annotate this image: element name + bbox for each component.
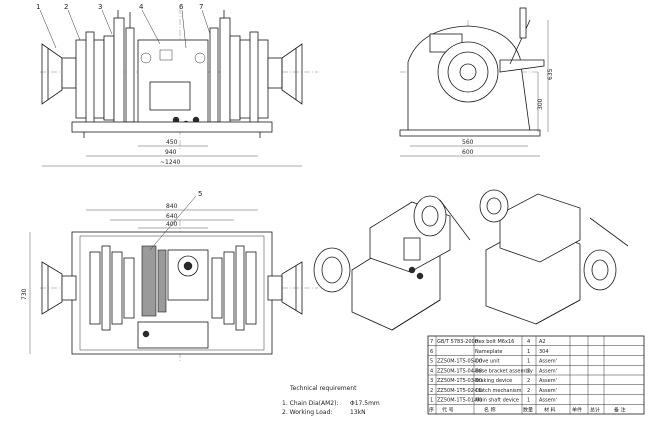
dim-400: 400 — [166, 221, 178, 228]
table-header-cell: 材 料 — [544, 406, 556, 413]
cell-name: Nameplate — [475, 349, 502, 355]
callout-4: 4 — [139, 3, 144, 11]
top-dimensions: 840 640 400 730 — [21, 203, 258, 354]
cell-code: ZZ50M-1T5-04-00 — [437, 368, 482, 374]
cell-no: 7 — [430, 339, 433, 345]
cell-material: A2 — [539, 339, 546, 345]
callout-5: 5 — [198, 190, 202, 198]
cell-no: 1 — [430, 398, 433, 404]
table-header-cell: 单件 — [572, 406, 582, 413]
cell-code: ZZ50M-1T5-05-00 — [437, 359, 482, 365]
cell-name: Main shaft device — [475, 398, 519, 404]
cell-material: Assem' — [539, 398, 557, 404]
dim-300: 300 — [537, 98, 544, 110]
table-header-cell: 序 — [429, 406, 434, 413]
front-view: 1 2 3 4 6 7 450 940 ~1240 — [36, 3, 318, 167]
dim-840: 840 — [166, 203, 178, 210]
tech-req-1-label: 1. Chain Dia(AM2): — [282, 400, 338, 407]
cell-no: 2 — [430, 388, 433, 394]
cell-qty: 4 — [527, 339, 530, 345]
cell-name: Clutch mechanism — [475, 388, 522, 394]
dim-450: 450 — [166, 139, 178, 146]
cell-qty: 1 — [527, 359, 530, 365]
side-view: 635 300 560 600 — [399, 7, 554, 157]
table-header-cell: 名 称 — [484, 406, 496, 413]
cell-no: 5 — [430, 359, 433, 365]
cell-material: Assem' — [539, 378, 557, 384]
table-header-cell: 数量 — [523, 406, 533, 413]
cell-no: 3 — [430, 378, 433, 384]
dim-940: 940 — [165, 149, 177, 156]
cell-qty: 1 — [527, 398, 530, 404]
cell-qty: 2 — [527, 388, 530, 394]
isometric-view-right — [479, 189, 629, 325]
dim-730: 730 — [21, 288, 28, 300]
callout-1: 1 — [36, 3, 40, 11]
cell-qty: 2 — [527, 378, 530, 384]
cell-material: Assem' — [539, 359, 557, 365]
table-header-cell: 总计 — [590, 406, 600, 413]
cell-name: Hex bolt M6x16 — [475, 339, 514, 345]
cell-code: ZZ50M-1T5-01-00 — [437, 398, 482, 404]
cell-qty: 1 — [527, 368, 530, 374]
dim-1240: ~1240 — [160, 159, 180, 166]
dim-635: 635 — [547, 68, 554, 80]
side-dimensions: 635 300 560 600 — [400, 20, 554, 157]
front-dimensions: 450 940 ~1240 — [42, 139, 302, 167]
tech-req-1-value: Φ17.5mm — [350, 400, 380, 407]
cell-code: ZZ50M-1T5-02-00 — [437, 388, 482, 394]
callout-6: 6 — [179, 3, 184, 11]
top-view: 5 840 640 400 730 — [21, 190, 318, 362]
isometric-view-left — [313, 195, 471, 331]
callout-7: 7 — [199, 3, 203, 11]
cell-name: Braking device — [475, 378, 512, 384]
tech-req-2-value: 13kN — [350, 409, 366, 416]
tech-req-title: Technical requirement — [289, 385, 357, 392]
table-header-cell: 备 注 — [614, 406, 626, 413]
cell-no: 4 — [430, 368, 433, 374]
cell-name: Drive unit — [475, 359, 500, 365]
dim-600: 600 — [462, 149, 474, 156]
dim-560: 560 — [462, 139, 474, 146]
cell-material: Assem' — [539, 388, 557, 394]
cell-no: 6 — [430, 349, 433, 355]
technical-requirements: Technical requirement 1. Chain Dia(AM2):… — [282, 385, 380, 416]
table-row: 6 Nameplate 1 304 — [430, 349, 549, 355]
cell-code: ZZ50M-1T5-03-00 — [437, 378, 482, 384]
dim-640: 640 — [166, 213, 178, 220]
callout-3: 3 — [98, 3, 102, 11]
tech-req-2-label: 2. Working Load: — [282, 409, 332, 416]
cell-material: Assem' — [539, 368, 557, 374]
callout-2: 2 — [64, 3, 68, 11]
cell-qty: 1 — [527, 349, 530, 355]
cell-name: Base bracket assembly — [475, 368, 533, 374]
cell-material: 304 — [539, 349, 549, 355]
table-header-cell: 代 号 — [442, 406, 454, 413]
cell-code: GB/T 5783-2000 — [437, 339, 478, 345]
front-callouts: 1 2 3 4 6 7 — [36, 3, 211, 49]
